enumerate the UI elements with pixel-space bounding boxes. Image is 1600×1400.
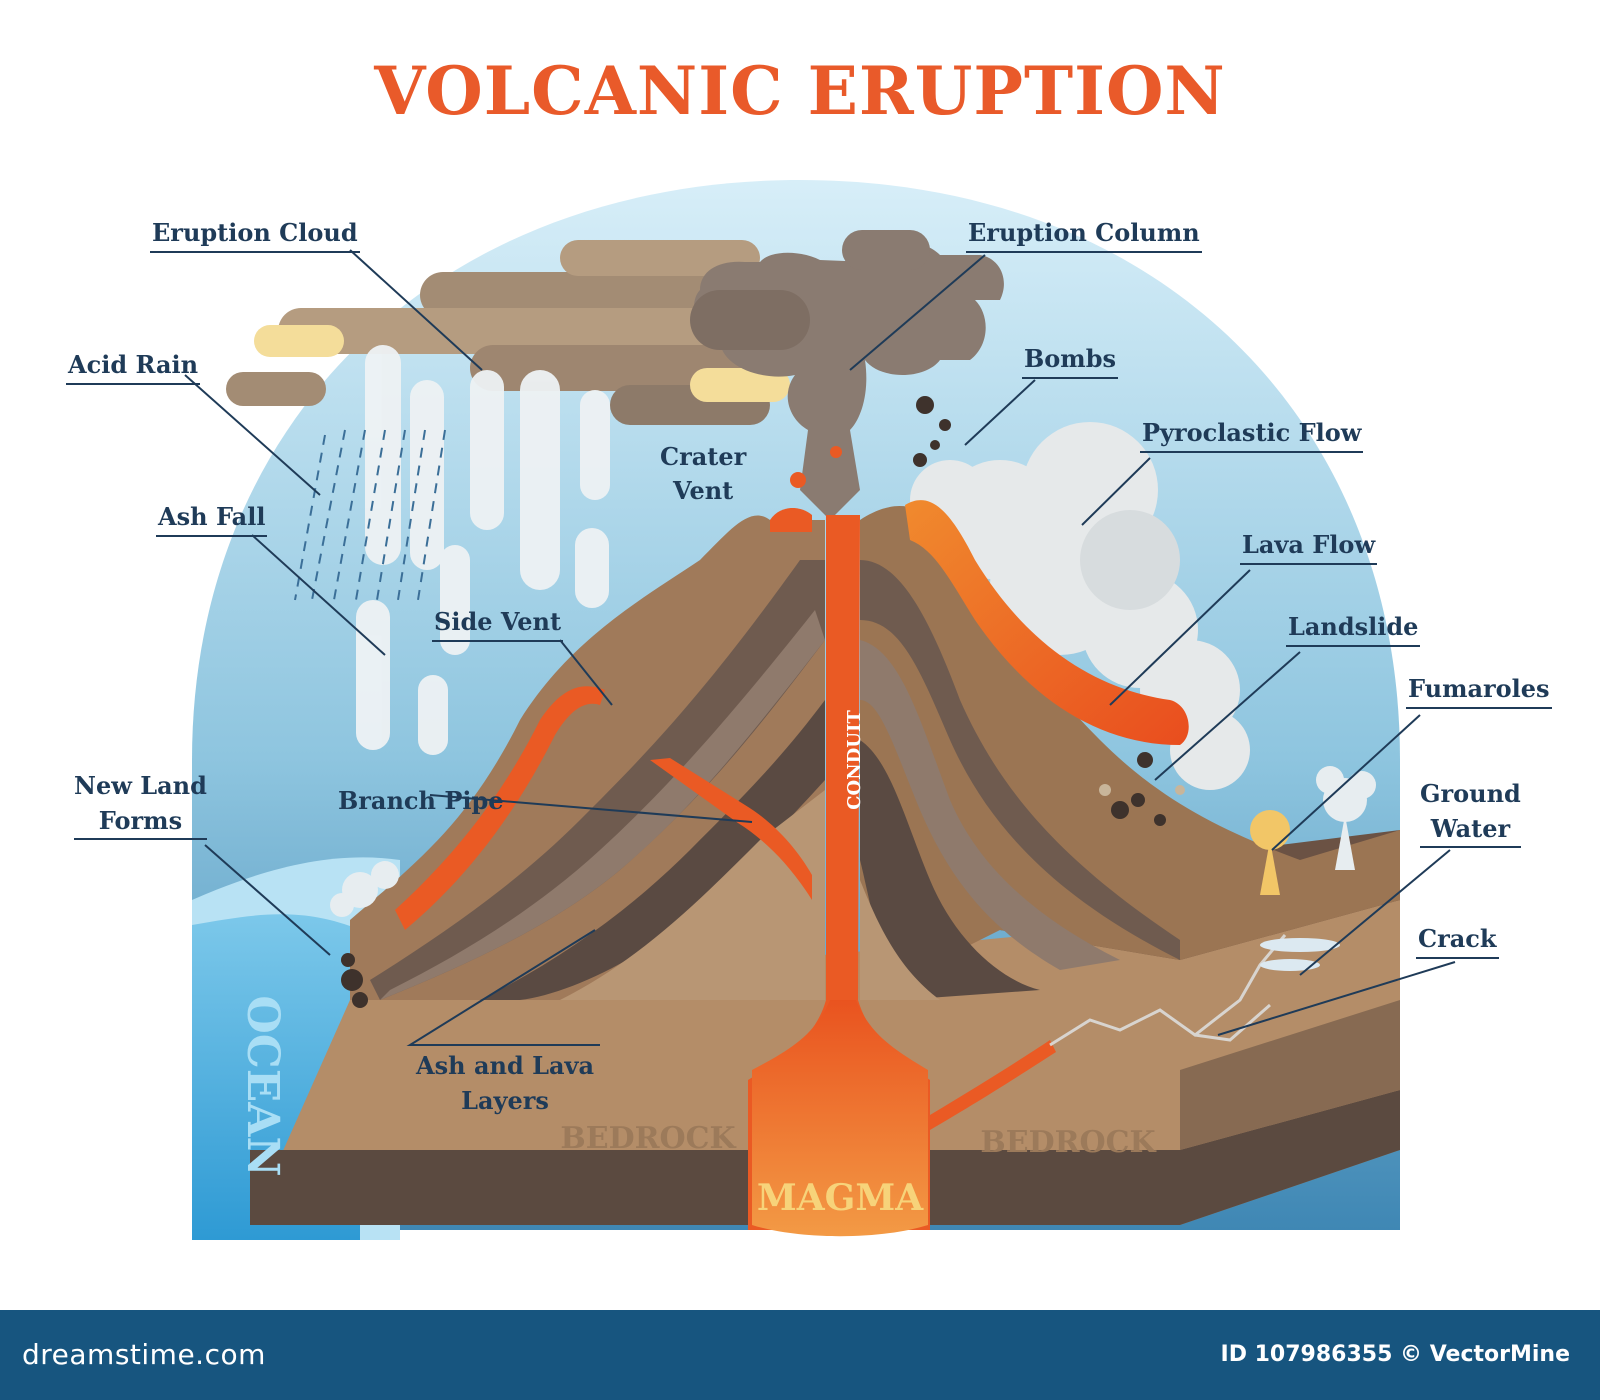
ash-lava-layers-label-line-1: Ash and Lava bbox=[416, 1051, 594, 1080]
ash-lava-layers-label: Ash and Lava Layers bbox=[416, 1048, 594, 1118]
ash-lava-layers-label-line-2: Layers bbox=[461, 1086, 549, 1115]
ash-fall-label: Ash Fall bbox=[156, 500, 268, 537]
ground-water-label: Ground Water bbox=[1420, 776, 1521, 848]
crater-vent-label-line-2: Vent bbox=[673, 476, 734, 505]
crater-lava bbox=[770, 508, 812, 532]
acid-rain bbox=[294, 429, 446, 601]
fumaroles-label: Fumaroles bbox=[1406, 672, 1552, 709]
acid-rain-label: Acid Rain bbox=[66, 348, 201, 385]
bedrock-right-label: BEDROCK bbox=[980, 1125, 1156, 1160]
landslide-label: Landslide bbox=[1286, 610, 1421, 647]
fumaroles bbox=[1250, 766, 1376, 895]
ground-water-label-line-1: Ground bbox=[1420, 779, 1521, 808]
lava-flow-label: Lava Flow bbox=[1240, 528, 1378, 565]
magma-chamber bbox=[752, 1000, 928, 1237]
crater-vent-label: Crater Vent bbox=[660, 440, 746, 508]
landslide-debris bbox=[1099, 752, 1185, 826]
conduit-label: CONDUIT bbox=[844, 710, 865, 810]
branch-pipe-label: Branch Pipe bbox=[338, 786, 504, 815]
new-land-splash bbox=[330, 861, 399, 1008]
eruption-cloud-label: Eruption Cloud bbox=[150, 216, 360, 253]
ocean-label: OCEAN bbox=[237, 995, 288, 1176]
diagram-title: VOLCANIC ERUPTION bbox=[374, 52, 1226, 130]
ground-water-pockets bbox=[1260, 938, 1340, 971]
crater-vent-label-line-1: Crater bbox=[660, 442, 747, 471]
bedrock-left-label: BEDROCK bbox=[560, 1121, 736, 1156]
eruption-cloud bbox=[226, 240, 798, 425]
right-lava-flow bbox=[905, 500, 1189, 745]
eruption-column bbox=[690, 230, 1004, 520]
left-lava-flow bbox=[395, 686, 605, 930]
magma-label: MAGMA bbox=[757, 1177, 924, 1219]
crack-label: Crack bbox=[1416, 922, 1499, 959]
volcano-illustration: CONDUIT MAGMA BEDROCK BEDROCK OCEAN bbox=[184, 180, 1456, 1240]
eruption-column-label: Eruption Column bbox=[966, 216, 1202, 253]
new-land-forms-label-line-2: Forms bbox=[98, 806, 183, 835]
ground-water-label-line-2: Water bbox=[1430, 814, 1511, 843]
new-land-forms-label: New Land Forms bbox=[74, 768, 207, 840]
crack-lines bbox=[1049, 934, 1287, 1047]
pyroclastic-flow-label: Pyroclastic Flow bbox=[1140, 416, 1364, 453]
footer-id-text: ID 107986355 © VectorMine bbox=[1220, 1342, 1570, 1367]
new-land-forms-label-line-1: New Land bbox=[74, 771, 207, 800]
leader-lines bbox=[184, 249, 1456, 1046]
side-vent-label: Side Vent bbox=[432, 605, 564, 642]
footer-bar: dreamstime.com ID 107986355 © VectorMine bbox=[0, 1310, 1600, 1400]
footer-logo-text[interactable]: dreamstime.com bbox=[22, 1338, 266, 1371]
volcanic-bombs bbox=[790, 396, 951, 488]
side-dike bbox=[930, 1040, 1056, 1130]
bombs-label: Bombs bbox=[1022, 342, 1118, 379]
